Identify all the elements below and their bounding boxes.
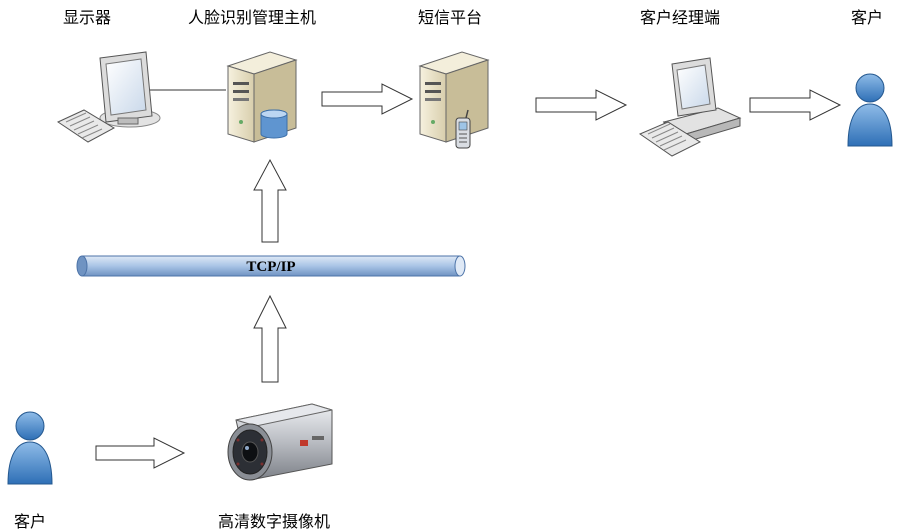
arrow-sms-to-manager <box>535 89 628 121</box>
cctv-camera-icon <box>227 403 333 481</box>
manager-label: 客户经理端 <box>640 8 721 27</box>
arrow-manager-to-customer <box>749 89 842 121</box>
bus-label: TCP/IP <box>246 259 295 275</box>
desktop-computer-icon <box>638 57 742 157</box>
host-label: 人脸识别管理主机 <box>188 8 317 27</box>
person-icon <box>7 411 53 485</box>
monitor-icon <box>56 51 161 143</box>
sms-label: 短信平台 <box>418 8 483 27</box>
person-icon <box>847 73 893 147</box>
tcpip-bus <box>76 255 466 277</box>
server-phone-icon <box>418 51 490 149</box>
camera-label: 高清数字摄像机 <box>218 512 331 531</box>
monitor-label: 显示器 <box>63 8 112 27</box>
customer-label: 客户 <box>14 512 47 531</box>
arrow-bus-to-host <box>253 158 287 243</box>
arrow-customer-to-camera <box>95 437 186 469</box>
server-database-icon <box>226 51 298 143</box>
arrow-host-to-sms <box>321 83 414 115</box>
arrow-camera-to-bus <box>253 294 287 383</box>
customer-label: 客户 <box>851 8 884 27</box>
